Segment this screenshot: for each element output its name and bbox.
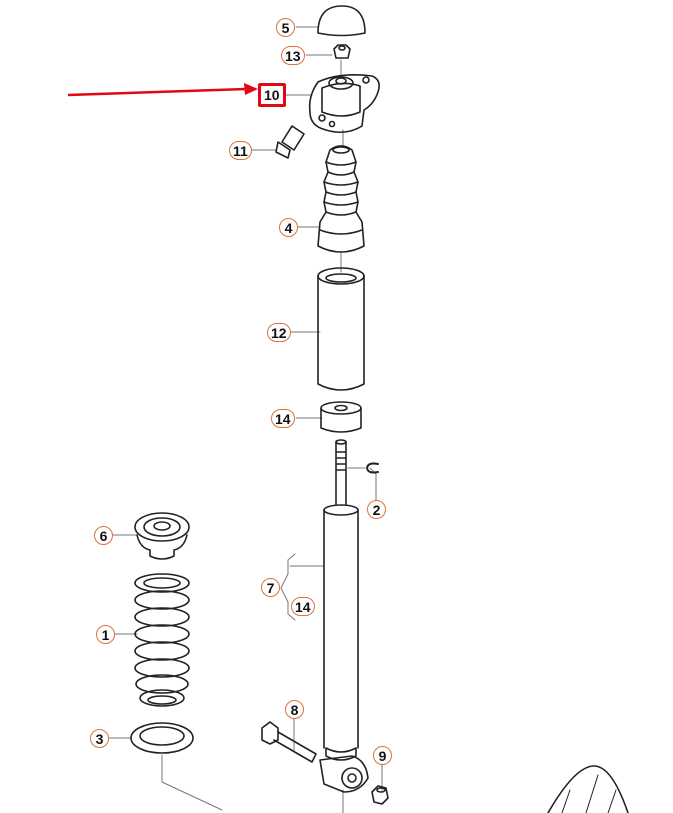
part-8-bolt: [261, 721, 317, 763]
callout-5[interactable]: 5: [276, 18, 295, 37]
callout-1[interactable]: 1: [96, 625, 115, 644]
part-12-protective-tube: [317, 267, 365, 391]
part-14-bushing: [320, 401, 362, 433]
highlight-arrow: [67, 83, 258, 97]
callout-7[interactable]: 7: [261, 578, 280, 597]
callout-12[interactable]: 12: [267, 323, 291, 342]
callout-13[interactable]: 13: [281, 46, 305, 65]
callout-6[interactable]: 6: [94, 526, 113, 545]
part-5-dust-cap: [317, 5, 366, 37]
callout-9[interactable]: 9: [373, 746, 392, 765]
callout-4[interactable]: 4: [279, 218, 298, 237]
part-11-bolt: [275, 125, 305, 159]
partial-part-bottom-right: [547, 765, 629, 813]
part-6-upper-spring-seat: [134, 512, 190, 560]
callout-3[interactable]: 3: [90, 729, 109, 748]
part-3-lower-spring-seat: [130, 722, 194, 754]
part-9-nut: [371, 785, 389, 805]
callout-14-bushing[interactable]: 14: [271, 409, 295, 428]
callout-11[interactable]: 11: [229, 141, 252, 160]
part-13-nut: [333, 44, 351, 59]
callout-8[interactable]: 8: [285, 700, 304, 719]
callout-14-kit[interactable]: 14: [291, 597, 315, 616]
callout-10-highlighted[interactable]: 10: [258, 83, 286, 107]
part-1-coil-spring: [134, 573, 190, 707]
part-2-circlip: [366, 462, 379, 474]
part-7-shock-absorber: [319, 439, 369, 793]
callout-2[interactable]: 2: [367, 500, 386, 519]
part-4-bump-stop: [317, 145, 365, 253]
part-10-strut-mount: [308, 74, 380, 134]
leader-lines: [107, 26, 383, 813]
